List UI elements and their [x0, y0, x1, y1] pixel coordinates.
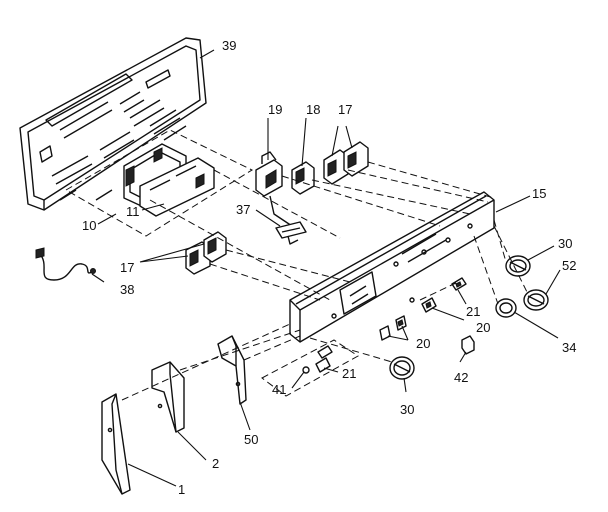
control-panel — [289, 191, 495, 343]
leader-lines — [91, 49, 561, 487]
knob-34 — [495, 298, 517, 318]
control-board-assembly — [64, 129, 254, 237]
callout-52: 52 — [562, 258, 576, 273]
knob-insert-21 — [451, 277, 467, 291]
callout-50: 50 — [244, 432, 258, 447]
infinite-switch-upper — [323, 141, 369, 185]
callout-labels: 39 19 18 17 15 11 10 37 17 38 30 52 34 2… — [82, 38, 576, 497]
callout-39: 39 — [222, 38, 236, 53]
callout-42: 42 — [454, 370, 468, 385]
callout-21-upper: 21 — [466, 304, 480, 319]
callout-19: 19 — [268, 102, 282, 117]
callout-38: 38 — [120, 282, 134, 297]
callout-34: 34 — [562, 340, 576, 355]
power-cord — [35, 247, 96, 281]
callout-20-right: 20 — [476, 320, 490, 335]
callout-41: 41 — [272, 382, 286, 397]
callout-21-lower: 21 — [342, 366, 356, 381]
callout-18: 18 — [306, 102, 320, 117]
callout-17-upper: 17 — [338, 102, 352, 117]
switch-19 — [255, 151, 293, 227]
callout-17-lower: 17 — [120, 260, 134, 275]
spring-clip-20-right — [421, 297, 437, 313]
callout-11: 11 — [126, 204, 140, 219]
end-cap-1 — [101, 393, 131, 495]
knob-30-lower — [389, 356, 415, 380]
clip-41-21 — [261, 339, 359, 397]
callout-20-left: 20 — [416, 336, 430, 351]
end-cap-2 — [151, 361, 185, 433]
callout-15: 15 — [532, 186, 546, 201]
knob-30-upper — [505, 255, 531, 277]
callout-30-lower: 30 — [400, 402, 414, 417]
callout-1: 1 — [178, 482, 185, 497]
knob-52 — [523, 289, 549, 311]
callout-37: 37 — [236, 202, 250, 217]
callout-30-upper: 30 — [558, 236, 572, 251]
wiring-clip-37 — [275, 221, 307, 245]
callout-10: 10 — [82, 218, 96, 233]
callout-2: 2 — [212, 456, 219, 471]
backguard-panel — [19, 37, 207, 211]
infinite-switch-lower — [185, 231, 227, 275]
switch-18 — [291, 161, 315, 195]
assembly-lines — [121, 161, 529, 401]
bracket-50 — [217, 335, 247, 405]
spring-clip-20-left — [379, 315, 407, 341]
indicator-light-42 — [461, 335, 475, 355]
